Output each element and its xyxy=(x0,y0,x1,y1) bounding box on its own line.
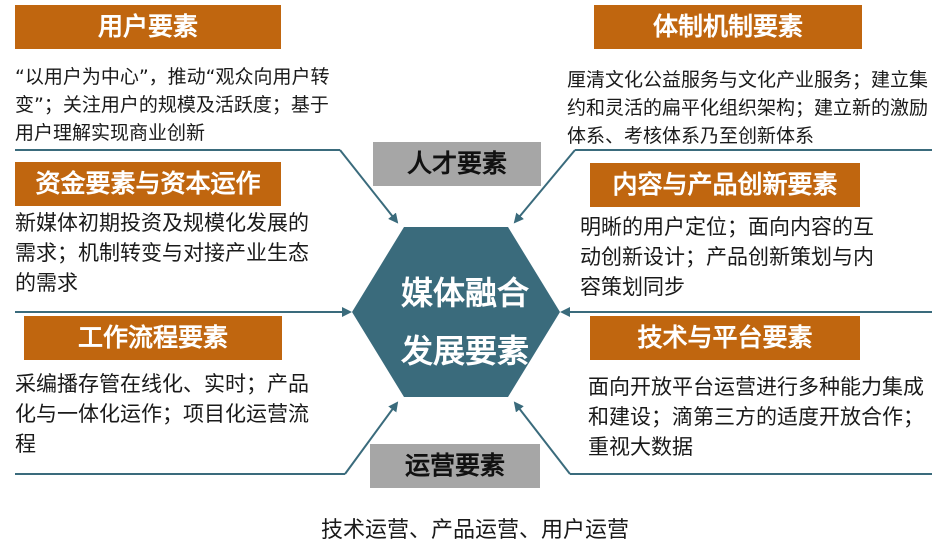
capital-element-desc: 新媒体初期投资及规模化发展的需求；机制转变与对接产业生态的需求 xyxy=(15,211,309,295)
institution-element-label: 体制机制要素 xyxy=(594,5,862,49)
operation-footer-text: 技术运营、产品运营、用户运营 xyxy=(320,518,629,543)
workflow-element-desc: 采编播存管在线化、实时；产品化与一体化运作；项目化运营流程 xyxy=(15,372,309,456)
arrow-top-right xyxy=(513,149,576,224)
operation-label: 运营要素 xyxy=(370,444,540,488)
workflow-element-label: 工作流程要素 xyxy=(24,316,282,360)
arrow-bottom-right xyxy=(513,401,571,475)
talent-label: 人才要素 xyxy=(373,142,541,186)
arrow-top-left xyxy=(339,149,399,224)
tech-platform-element-desc: 面向开放平台运营进行多种能力集成和建设；滴第三方的适度开放合作；重视大数据 xyxy=(588,375,924,459)
content-product-element-desc: 明晰的用户定位；面向内容的互动创新设计；产品创新策划与内容策划同步 xyxy=(580,215,874,299)
capital-element-label: 资金要素与资本运作 xyxy=(15,162,281,206)
center-title-line1: 媒体融合 xyxy=(400,274,529,312)
institution-element-desc: 厘清文化公益服务与文化产业服务；建立集约和灵活的扁平化组织架构；建立新的激励体系… xyxy=(567,69,929,147)
user-element-desc: “以用户为中心”，推动“观众向用户转变”；关注用户的规模及活跃度；基于用户理解实… xyxy=(15,66,330,144)
content-product-element-label: 内容与产品创新要素 xyxy=(590,163,860,207)
user-element-label: 用户要素 xyxy=(15,5,281,49)
center-hexagon xyxy=(352,227,560,397)
tech-platform-element-label: 技术与平台要素 xyxy=(590,316,860,360)
center-title-line2: 发展要素 xyxy=(400,332,529,370)
arrow-bottom-left xyxy=(344,401,399,475)
